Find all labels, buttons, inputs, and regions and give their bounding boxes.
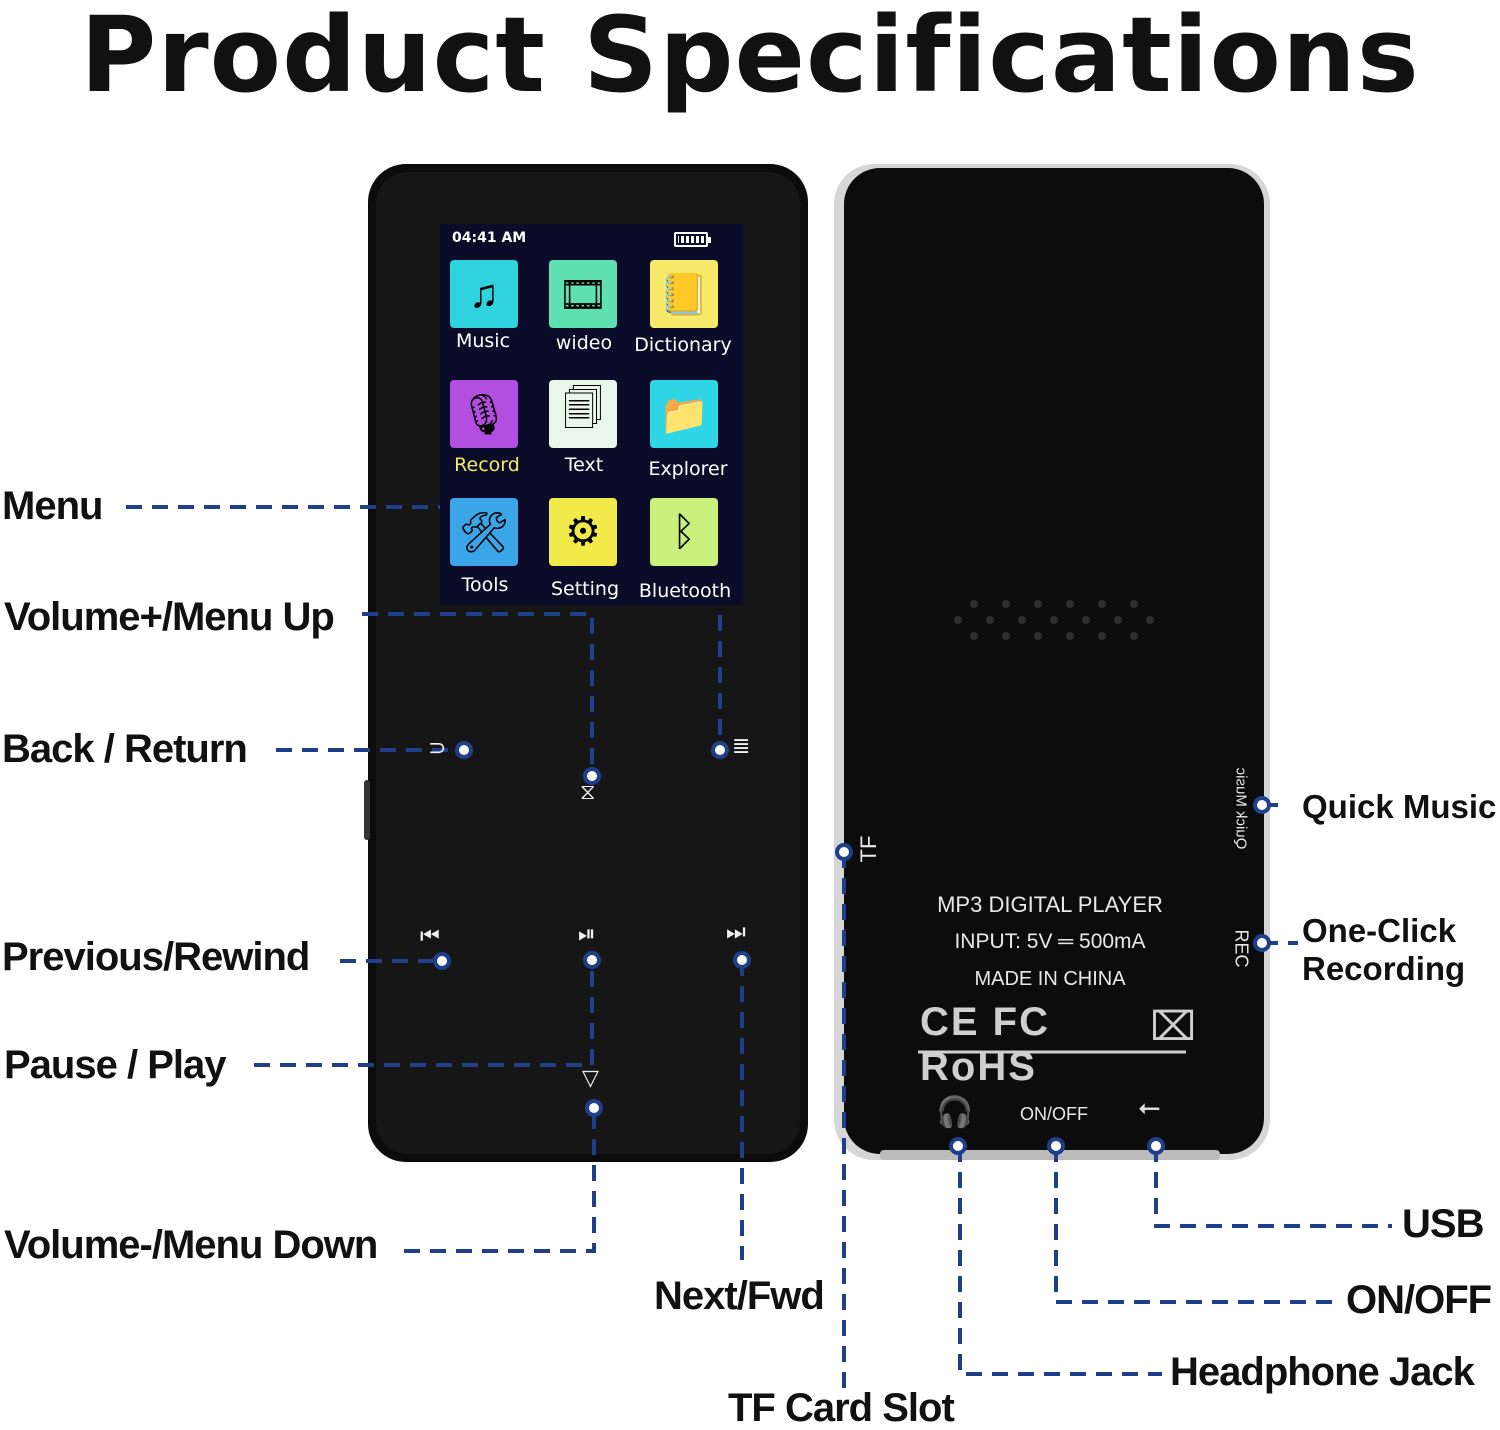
callout-headphone: Headphone Jack (1170, 1350, 1475, 1394)
volume-down-button-icon[interactable]: ▽ (582, 1066, 599, 1091)
callout-lines (126, 505, 1392, 1390)
back-product-name: MP3 DIGITAL PLAYER (937, 892, 1163, 917)
callout-back: Back / Return (2, 727, 248, 771)
headphone-icon: 🎧 (936, 1094, 973, 1130)
next-button-icon[interactable]: ⏭ (726, 920, 746, 945)
callout-pause-play: Pause / Play (4, 1043, 226, 1087)
previous-button-icon[interactable]: ⏮ (420, 924, 440, 949)
app-label-setting: Setting (550, 578, 620, 600)
app-label-dictionary: Dictionary (634, 334, 732, 356)
screen-time: 04:41 AM (452, 230, 527, 246)
app-label-explorer: Explorer (648, 458, 728, 480)
usb-icon: ⭠ (1138, 1090, 1160, 1123)
battery-icon (674, 232, 711, 247)
back-tf-label: TF (856, 835, 881, 863)
music-note-icon[interactable]: ♫ (450, 260, 518, 328)
back-button-icon[interactable]: ⊃ (428, 736, 447, 761)
callout-tf-card: TF Card Slot (728, 1386, 955, 1430)
play-pause-button-icon[interactable]: ⏯ (578, 922, 596, 947)
app-label-text: Text (564, 454, 604, 476)
document-icon[interactable]: 🗐 (549, 380, 617, 448)
volume-up-button-icon[interactable]: ⧖ (580, 780, 596, 805)
folder-icon[interactable]: 📁 (650, 380, 718, 448)
menu-button-icon[interactable]: ≣ (732, 734, 751, 759)
weee-bin-icon: ⌧ (1150, 1004, 1196, 1050)
device-screen: 04:41 AM ♫ Music 🎞 wideo 📒 Dictionary 🎙 … (440, 224, 743, 605)
speaker-grille (954, 600, 1154, 640)
callout-usb: USB (1402, 1202, 1484, 1246)
callout-volume-down: Volume-/Menu Down (4, 1223, 378, 1267)
app-label-video: wideo (555, 332, 613, 354)
bluetooth-icon[interactable]: ᛒ (650, 498, 718, 566)
app-label-music: Music (455, 330, 511, 352)
notebook-icon[interactable]: 📒 (650, 260, 718, 328)
callout-recording: Recording (1302, 950, 1466, 987)
callout-menu: Menu (2, 484, 103, 528)
cert-marks: CE FC RoHS (920, 1000, 1050, 1089)
callout-volume-up: Volume+/Menu Up (4, 595, 335, 639)
back-quick-label: Quick Music (1232, 767, 1250, 850)
film-icon[interactable]: 🎞 (549, 260, 617, 328)
page-title: Product Specifications (80, 0, 1420, 116)
tools-icon[interactable]: 🛠 (450, 498, 518, 566)
callout-dots (433, 741, 1271, 1155)
back-rec-label: REC (1231, 929, 1252, 968)
front-side-button (364, 780, 370, 840)
back-origin: MADE IN CHINA (974, 968, 1126, 990)
app-label-record: Record (454, 454, 520, 476)
app-label-bluetooth: Bluetooth (638, 580, 732, 602)
callout-next: Next/Fwd (654, 1274, 825, 1318)
back-bottom-edge (880, 1150, 1220, 1160)
gear-icon[interactable]: ⚙ (549, 498, 617, 566)
back-device-body (844, 168, 1264, 1154)
callout-quick-music: Quick Music (1302, 788, 1497, 825)
microphone-icon[interactable]: 🎙 (450, 380, 518, 448)
callout-one-click: One-Click (1302, 912, 1457, 949)
callout-previous: Previous/Rewind (2, 935, 310, 979)
callout-onoff: ON/OFF (1346, 1278, 1492, 1322)
app-label-tools: Tools (461, 574, 509, 596)
back-input-spec: INPUT: 5V ═ 500mA (954, 930, 1146, 953)
back-onoff-label: ON/OFF (1020, 1104, 1088, 1124)
